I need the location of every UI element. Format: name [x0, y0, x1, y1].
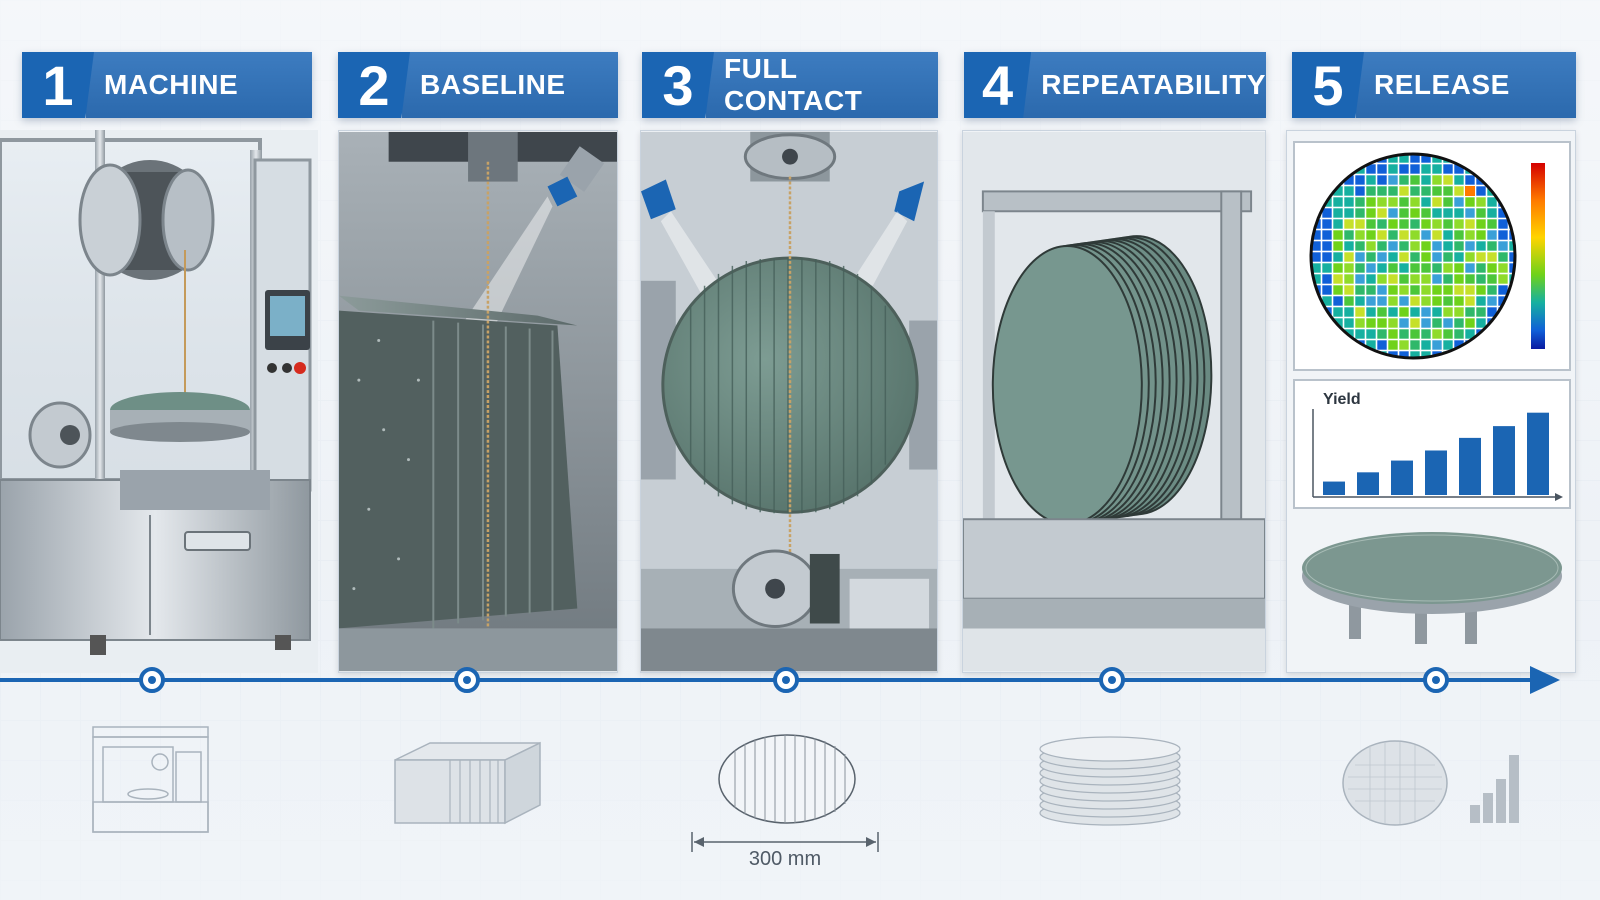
ingot-slicing-illustration	[339, 131, 617, 672]
step-2-title: BASELINE	[402, 52, 618, 118]
yield-bar	[1323, 481, 1345, 495]
dimension-arrow	[691, 832, 879, 852]
step-3-title: FULL CONTACT	[706, 52, 938, 118]
process-timeline	[0, 666, 1560, 694]
wafer-sketch-icon	[718, 734, 856, 824]
yield-bar	[1391, 460, 1413, 495]
wafer-stack-illustration	[963, 131, 1265, 672]
colorbar	[1531, 163, 1545, 349]
wafer-cutting-illustration	[641, 131, 937, 672]
step-2-number: 2	[338, 52, 410, 118]
dimension-label: 300 mm	[748, 848, 822, 870]
step-4-title: REPEATABILITY	[1023, 52, 1266, 118]
step-5-number: 5	[1292, 52, 1364, 118]
repeatability-panel	[962, 130, 1266, 673]
step-3-header: 3 FULL CONTACT	[642, 52, 938, 118]
machine-sketch-icon	[92, 726, 209, 833]
yield-bar	[1459, 437, 1481, 495]
finished-wafer	[1302, 532, 1562, 644]
yield-bar	[1527, 412, 1549, 495]
step-2-header: 2 BASELINE	[338, 52, 618, 118]
baseline-panel	[338, 130, 618, 673]
wire-saw-machine-illustration	[0, 130, 318, 673]
yield-label: Yield	[1323, 391, 1361, 408]
wafer-map	[1293, 141, 1571, 371]
step-4-number: 4	[964, 52, 1032, 118]
timeline-arrowhead	[1530, 666, 1560, 694]
yield-bar	[1493, 426, 1515, 495]
yield-bar	[1357, 472, 1379, 495]
step-5-title: RELEASE	[1356, 52, 1576, 118]
step-5-header: 5 RELEASE	[1292, 52, 1576, 118]
release-sketch-icon	[1342, 740, 1519, 826]
yield-chart	[1293, 379, 1571, 509]
timeline-node-4	[1099, 667, 1125, 693]
step-3-number: 3	[642, 52, 714, 118]
step-4-header: 4 REPEATABILITY	[964, 52, 1266, 118]
step-1-title: MACHINE	[86, 52, 312, 118]
step-1-number: 1	[22, 52, 94, 118]
timeline-node-1	[139, 667, 165, 693]
yield-bar	[1425, 450, 1447, 495]
machine-panel	[0, 130, 318, 673]
timeline-node-3	[773, 667, 799, 693]
step-1-header: 1 MACHINE	[22, 52, 312, 118]
timeline-node-5	[1423, 667, 1449, 693]
full-contact-panel	[640, 130, 938, 673]
wafer-stack-sketch-icon	[1039, 736, 1181, 826]
ingot-sketch-icon	[394, 741, 541, 825]
release-panel: Yield	[1286, 130, 1576, 673]
timeline-node-2	[454, 667, 480, 693]
